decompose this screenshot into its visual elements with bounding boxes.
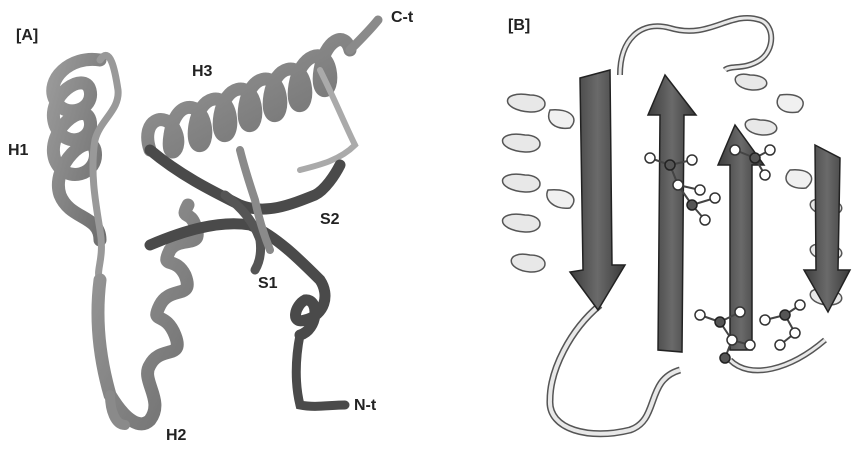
label-h3: H3 [192, 64, 212, 80]
label-h1: H1 [8, 143, 28, 159]
label-h2: H2 [166, 428, 186, 444]
strand-s1 [150, 224, 325, 335]
protein-structure-a [0, 0, 430, 455]
panel-label-b: [B] [508, 18, 530, 34]
helix-h3 [148, 40, 350, 152]
beta-strand-4 [804, 145, 850, 312]
beta-strand-2 [648, 75, 696, 352]
n-terminus-tail [296, 335, 345, 406]
label-n-terminus: N-t [354, 398, 376, 414]
beta-strand-1 [570, 70, 625, 310]
panel-b: [B] [430, 0, 861, 455]
panel-a: [A] H1 H3 C-t S2 S1 N-t H2 [0, 0, 430, 455]
label-s2: S2 [320, 212, 340, 228]
protein-structure-b [430, 0, 861, 455]
label-c-terminus: C-t [391, 10, 413, 26]
panel-label-a: [A] [16, 28, 38, 44]
c-terminus-tail [350, 20, 378, 50]
label-s1: S1 [258, 276, 278, 292]
